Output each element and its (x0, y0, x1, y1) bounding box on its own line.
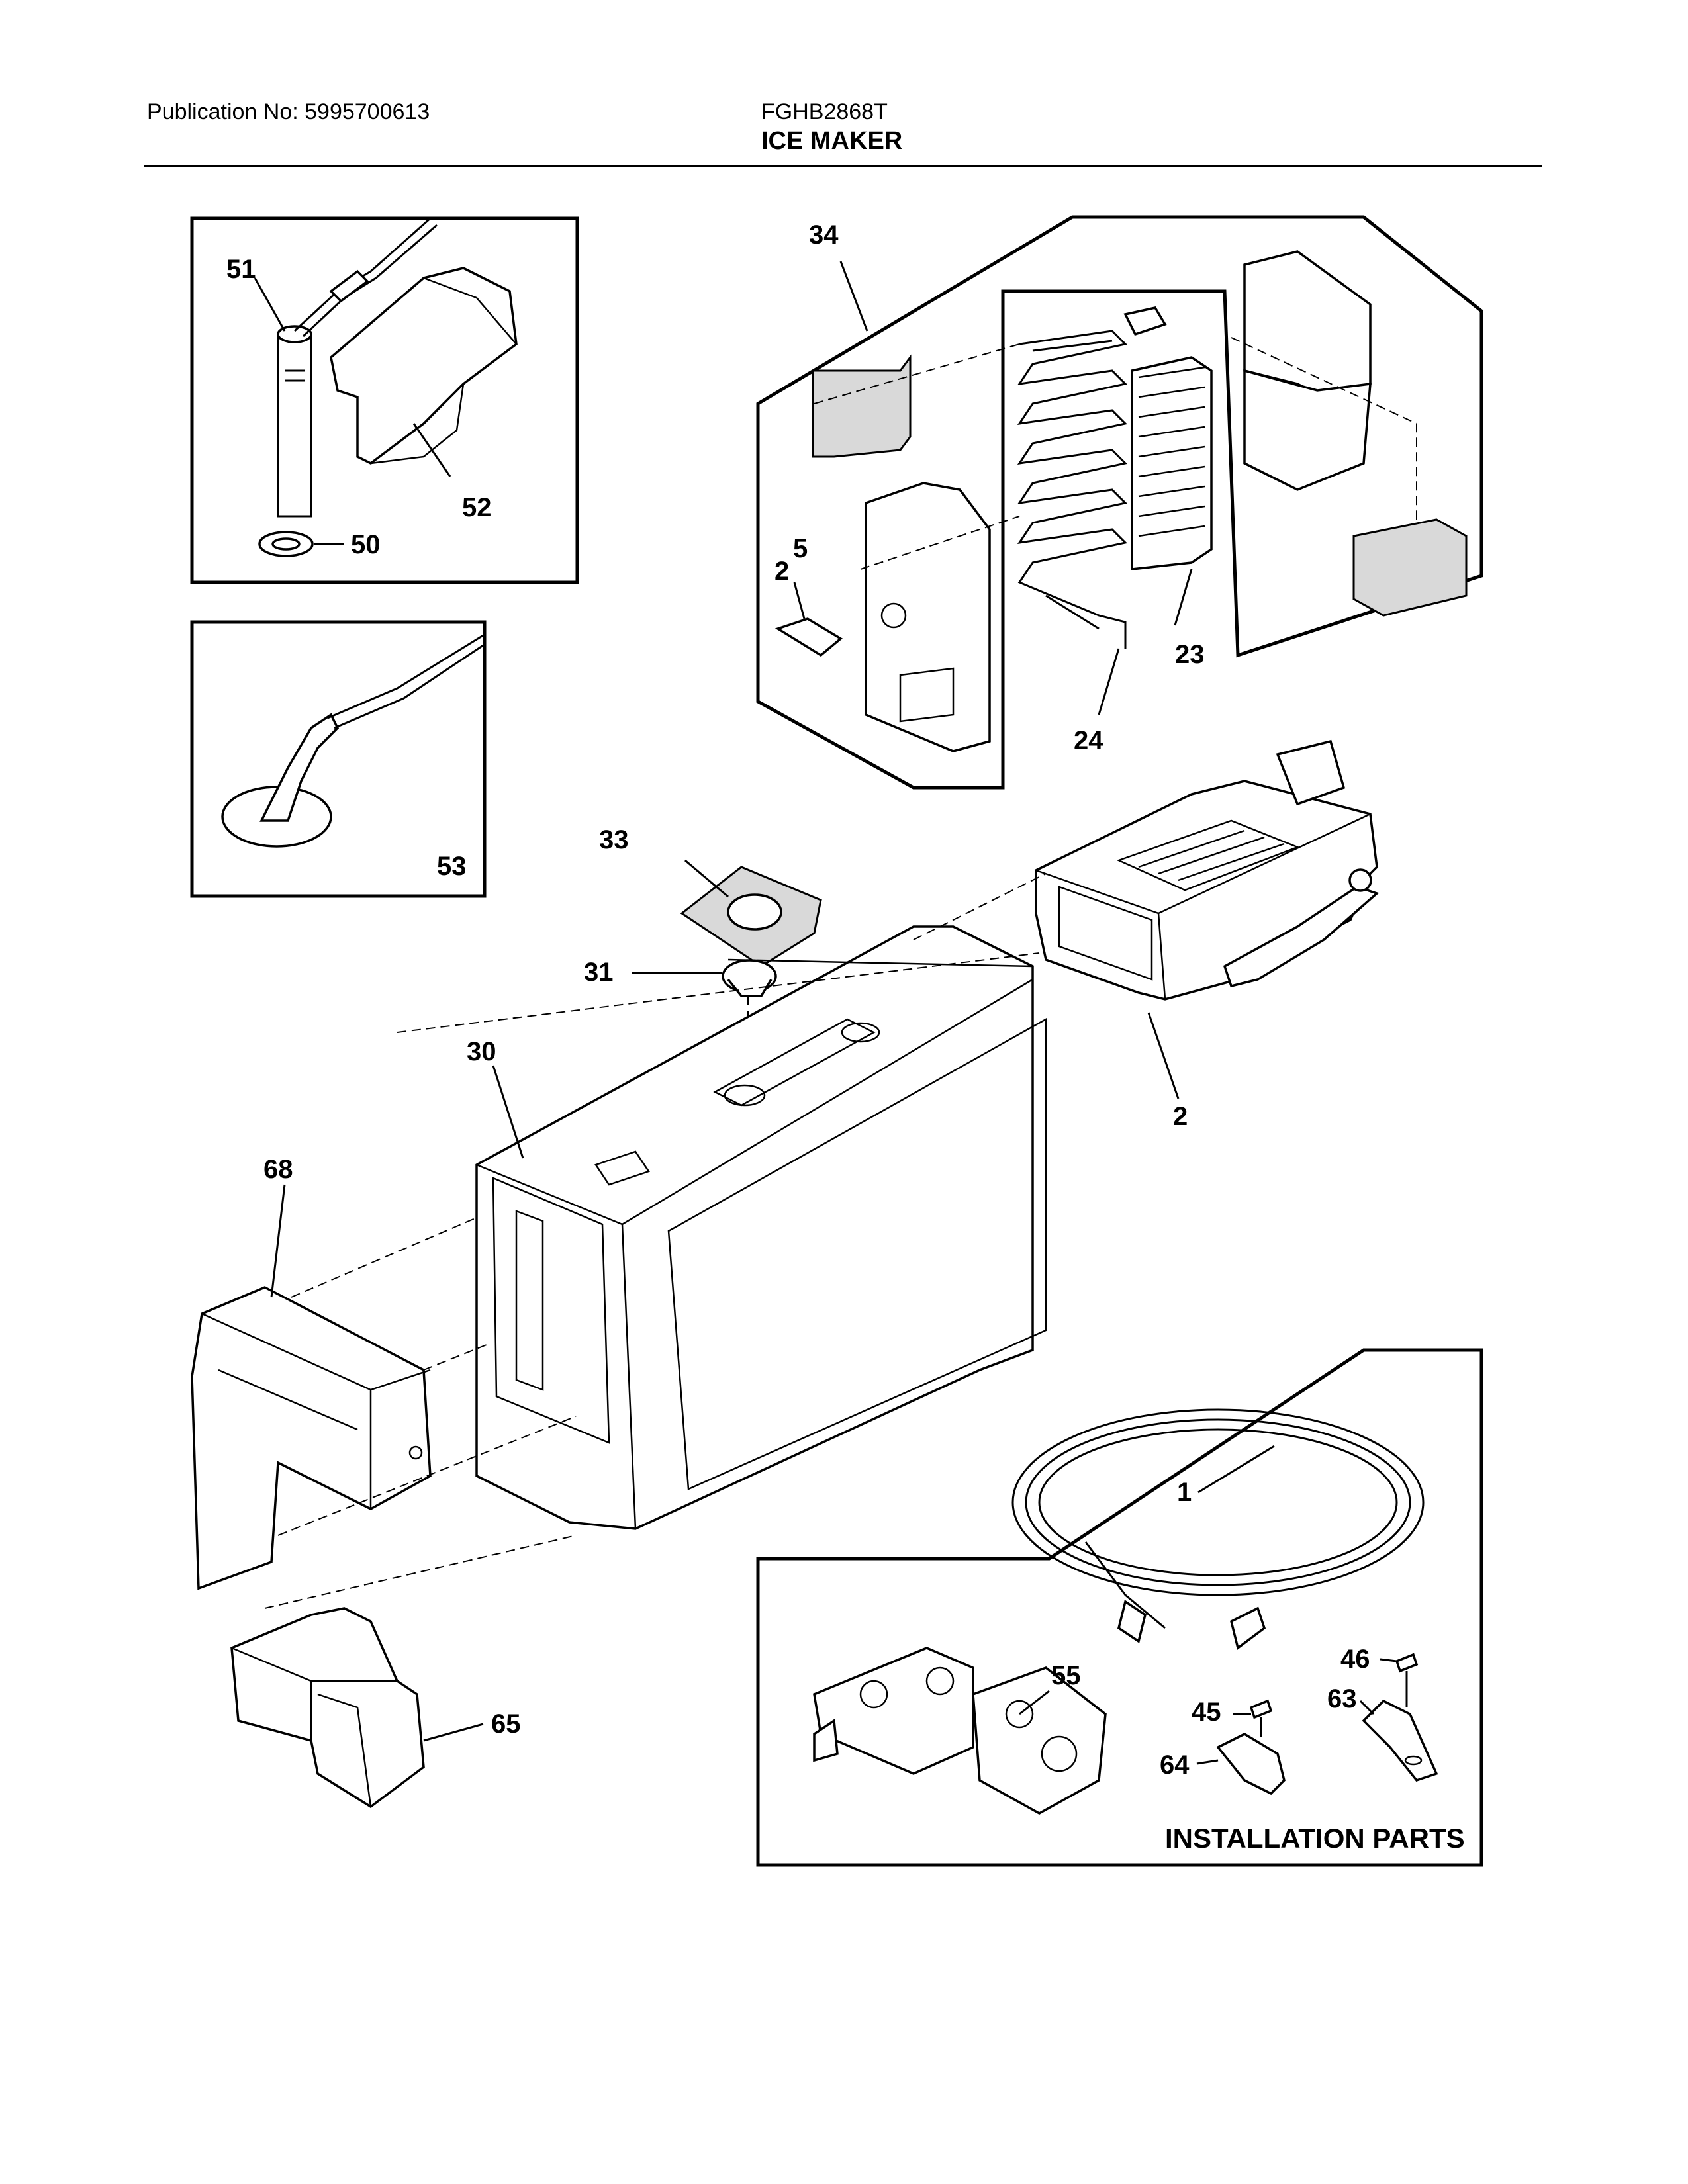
label-part-2-upper: 2 (774, 557, 789, 586)
header-rule (144, 165, 1542, 167)
label-part-33: 33 (599, 825, 629, 854)
label-part-1: 1 (1177, 1478, 1192, 1507)
label-part-63: 63 (1327, 1684, 1357, 1713)
label-part-51: 51 (226, 255, 256, 284)
label-part-5: 5 (793, 534, 808, 563)
inset-box-tube-boot (190, 620, 487, 898)
ice-maker-module (1035, 739, 1380, 1001)
ice-chute (230, 1607, 425, 1809)
label-part-34: 34 (809, 220, 839, 250)
label-part-45: 45 (1192, 1698, 1221, 1727)
installation-parts-box (756, 1348, 1483, 1867)
label-part-55: 55 (1051, 1661, 1081, 1690)
label-part-30: 30 (467, 1037, 496, 1066)
evaporator-assembly (756, 215, 1483, 790)
leader-lines (254, 261, 1397, 1765)
label-part-24: 24 (1074, 726, 1103, 755)
label-part-31: 31 (584, 958, 614, 987)
label-part-50: 50 (351, 530, 381, 559)
part-labels: 51 52 50 53 34 5 2 23 24 33 31 30 2 68 6… (226, 220, 1465, 1854)
label-part-68: 68 (263, 1155, 293, 1184)
auger-motor-cover (191, 1286, 432, 1590)
label-part-46: 46 (1340, 1645, 1370, 1674)
model-number: FGHB2868T (761, 99, 888, 124)
installation-parts-label: INSTALLATION PARTS (1165, 1823, 1465, 1854)
label-part-23: 23 (1175, 640, 1205, 669)
label-part-52: 52 (462, 493, 492, 522)
label-part-2-lower: 2 (1173, 1102, 1188, 1131)
label-part-65: 65 (491, 1709, 521, 1739)
publication-number: Publication No: 5995700613 (147, 99, 430, 124)
page-title: ICE MAKER (761, 127, 903, 155)
label-part-64: 64 (1160, 1751, 1190, 1780)
inset-box-fill-tube (190, 216, 579, 584)
label-part-53: 53 (437, 852, 467, 881)
ice-bucket-housing (475, 925, 1047, 1530)
seal-and-grommet (680, 866, 822, 1059)
